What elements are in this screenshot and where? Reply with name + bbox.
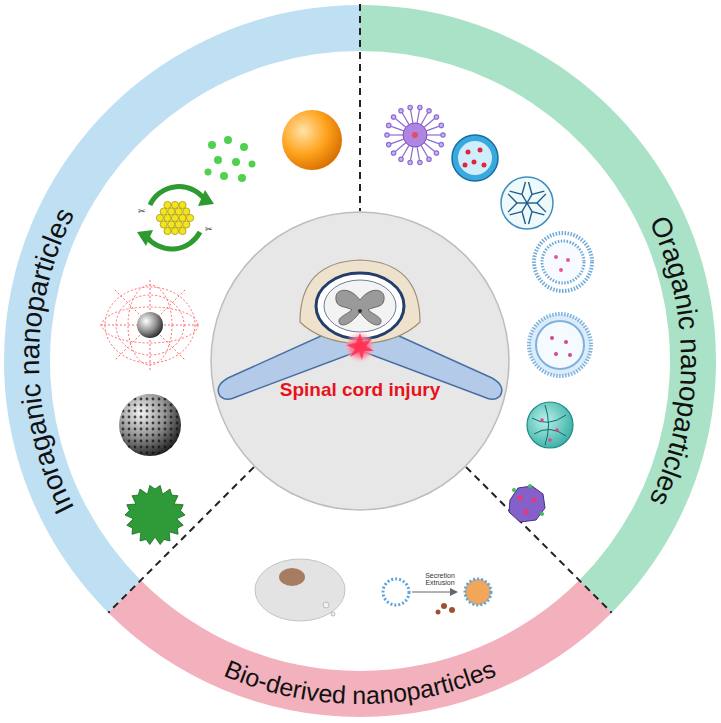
process-label: Secretion Extrusion bbox=[414, 572, 466, 587]
center-circle: Spinal cord injury bbox=[210, 211, 510, 511]
svg-text:✂: ✂ bbox=[138, 206, 146, 216]
center-title: Spinal cord injury bbox=[230, 379, 490, 402]
band-title: Inoraganic nanoparticles bbox=[14, 203, 80, 519]
circle-shape bbox=[210, 211, 510, 511]
band-title: Bio-derived nanoparticles bbox=[221, 654, 499, 709]
sector-divider bbox=[108, 4, 611, 613]
band-title: Oraganic nanoparticles bbox=[644, 211, 706, 510]
svg-text:✂: ✂ bbox=[205, 224, 213, 234]
bio-derived-particles bbox=[255, 559, 491, 621]
